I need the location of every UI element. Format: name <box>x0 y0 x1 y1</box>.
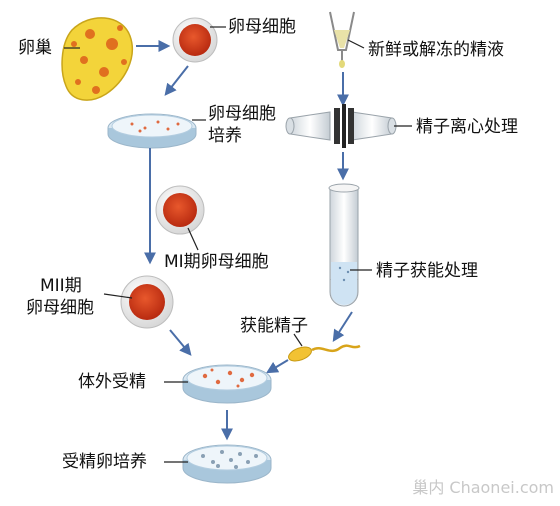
label-centrifuge: 精子离心处理 <box>416 117 518 137</box>
label-embryo-culture: 受精卵培养 <box>62 452 147 472</box>
capacitation-tube-image <box>328 183 360 307</box>
oocyte-image <box>172 17 218 63</box>
label-oocyte-culture-line1: 卵母细胞 <box>208 104 276 124</box>
centrifuge-image <box>285 104 397 148</box>
label-capacitated-sperm: 获能精子 <box>240 316 308 336</box>
watermark: 巢内 Chaonei.com <box>412 478 554 497</box>
ovary-image <box>61 17 134 101</box>
arrow-tube-to-sperm <box>332 311 353 343</box>
label-mii-line2: 卵母细胞 <box>26 298 94 318</box>
embryo-culture-dish <box>182 444 272 484</box>
mi-pointer <box>187 227 199 251</box>
mii-oocyte-image <box>120 275 174 329</box>
capacitated-sperm-image <box>288 344 361 362</box>
label-ovary: 卵巢 <box>18 38 52 58</box>
mi-oocyte-image <box>155 185 205 235</box>
label-semen: 新鲜或解冻的精液 <box>368 40 504 60</box>
label-capacitation: 精子获能处理 <box>376 261 478 281</box>
label-oocyte: 卵母细胞 <box>228 17 296 37</box>
arrow-oocyte-to-culture <box>164 65 189 96</box>
arrow-sperm-to-ivf <box>265 359 289 374</box>
semen-pointer <box>347 39 365 49</box>
ivf-dish <box>182 364 272 404</box>
label-oocyte-culture-line2: 培养 <box>208 126 242 146</box>
label-mi-oocyte: MI期卵母细胞 <box>164 252 269 272</box>
semen-pipette-image <box>329 11 355 68</box>
arrow-mii-to-ivf <box>169 329 192 356</box>
label-ivf: 体外受精 <box>78 372 146 392</box>
label-mii-line1: MII期 <box>40 276 82 296</box>
oocyte-culture-dish <box>107 113 197 149</box>
mii-pointer <box>103 293 133 299</box>
sperm-pointer <box>293 333 303 347</box>
